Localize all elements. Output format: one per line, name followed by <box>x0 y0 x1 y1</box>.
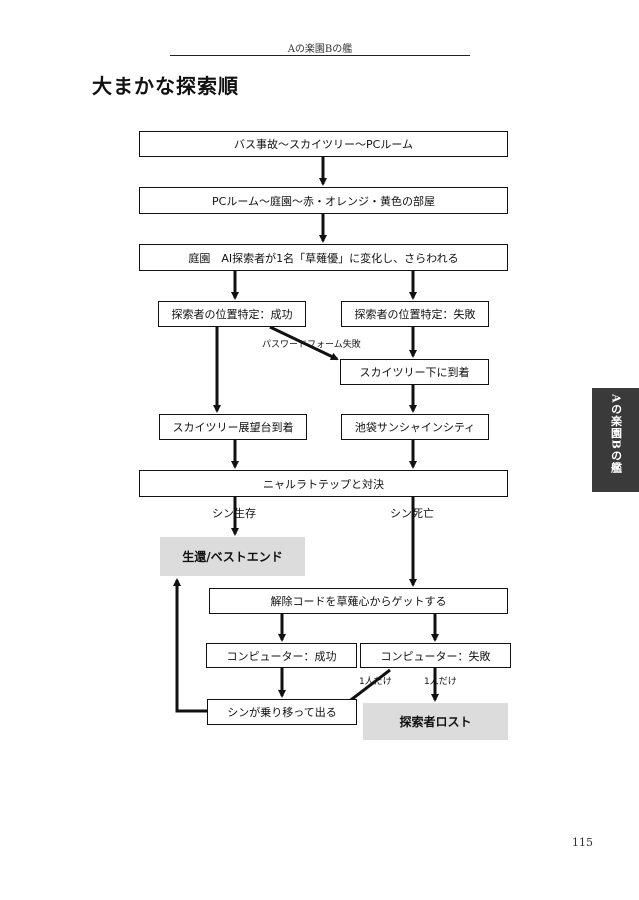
node-garden: 庭園 AI探索者が1名「草薙優」に変化し、さらわれる <box>139 244 508 271</box>
arrow-leave-to-return <box>173 578 207 713</box>
running-head: Aの楽園Bの艦 <box>287 44 353 55</box>
label-one-person-b: 1人だけ <box>424 677 457 687</box>
side-tab: Aの楽園Bの艦 <box>592 388 639 492</box>
label-shin-dies: シン死亡 <box>390 507 434 520</box>
node-nyarlathotep: ニャルラトテップと対決 <box>139 470 508 497</box>
node-computer-fail: コンピューター：失敗 <box>360 643 511 668</box>
node-locate-success: 探索者の位置特定：成功 <box>158 301 306 327</box>
node-skytree-below: スカイツリー下に到着 <box>340 359 489 385</box>
node-skytree-deck: スカイツリー展望台到着 <box>159 414 307 440</box>
label-one-person-a: 1人だけ <box>359 677 392 687</box>
node-explorer-lost: 探索者ロスト <box>363 703 508 740</box>
node-computer-success: コンピューター：成功 <box>206 643 357 668</box>
header-rule <box>170 55 470 56</box>
node-unlock-code: 解除コードを草薙心からゲットする <box>209 588 508 614</box>
node-return-best: 生還/ベストエンド <box>160 537 305 576</box>
label-password-fail: パスワードフォーム失敗 <box>262 340 361 350</box>
node-bus-accident: バス事故〜スカイツリー〜PCルーム <box>139 131 508 157</box>
node-locate-fail: 探索者の位置特定：失敗 <box>341 301 489 327</box>
page-number: 115 <box>572 836 593 849</box>
page-title: 大まかな探索順 <box>92 74 239 98</box>
arrow-password-fail <box>269 325 339 361</box>
label-shin-survives: シン生存 <box>212 507 256 520</box>
node-pc-room: PCルーム〜庭園〜赤・オレンジ・黄色の部屋 <box>139 187 508 214</box>
node-shin-leaves: シンが乗り移って出る <box>207 699 357 725</box>
node-ikebukuro: 池袋サンシャインシティ <box>341 414 489 440</box>
